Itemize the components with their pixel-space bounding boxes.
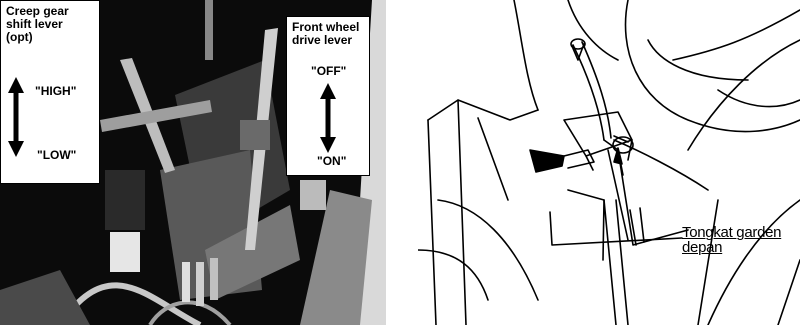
- creep-high-label: "HIGH": [35, 85, 76, 98]
- garden-label-line-1: Tongkat garden: [682, 225, 781, 240]
- creep-callout-line-3: (opt): [6, 31, 33, 44]
- front-on-label: "ON": [317, 155, 346, 168]
- front-callout-line-2: drive lever: [292, 34, 352, 47]
- drawing-artwork: [418, 0, 800, 325]
- creep-gear-callout: Creep gear shift lever (opt) "HIGH" "LOW…: [0, 0, 100, 184]
- front-wheel-drive-callout: Front wheel drive lever "OFF" "ON": [286, 16, 370, 176]
- creep-low-label: "LOW": [37, 149, 76, 162]
- double-arrow-icon: [8, 77, 24, 157]
- double-arrow-icon: [320, 83, 336, 153]
- garden-label-line-2: depan: [682, 240, 781, 255]
- front-off-label: "OFF": [311, 65, 346, 78]
- front-differential-lever-label: Tongkat garden depan: [682, 225, 781, 255]
- lever-line-drawing: [418, 0, 800, 325]
- tractor-lever-photo: Creep gear shift lever (opt) "HIGH" "LOW…: [0, 0, 386, 325]
